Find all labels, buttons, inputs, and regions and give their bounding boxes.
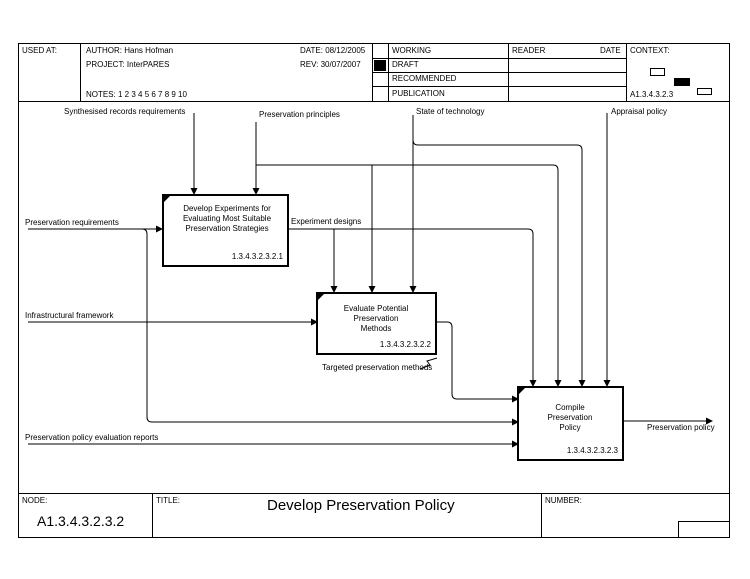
context-node: A1.3.4.3.2.3 xyxy=(630,90,674,99)
node-value: A1.3.4.3.2.3.2 xyxy=(37,513,125,529)
activity-box-2: Evaluate Potential Preservation Methods … xyxy=(316,292,437,355)
author-field: AUTHOR: Hans Hofman xyxy=(86,46,174,55)
number-label: NUMBER: xyxy=(545,496,582,505)
header-divider xyxy=(18,101,730,102)
status-row-line xyxy=(372,72,626,73)
label-policy: Preservation policy xyxy=(647,423,715,432)
activity-box-3: Compile Preservation Policy 1.3.4.3.2.3.… xyxy=(517,386,624,461)
draft-marker xyxy=(374,60,386,71)
status-publication: PUBLICATION xyxy=(392,89,445,98)
label-principles: Preservation principles xyxy=(259,110,340,119)
node-label: NODE: xyxy=(22,496,48,505)
footer-col-line xyxy=(152,493,153,538)
context-box xyxy=(697,88,712,95)
page-title: Develop Preservation Policy xyxy=(267,497,455,514)
date-field: DATE: 08/12/2005 xyxy=(300,46,366,55)
box-3-title: Compile Preservation Policy xyxy=(547,403,593,432)
box-1-corner xyxy=(164,196,170,202)
label-infra: Infrastructural framework xyxy=(25,311,114,320)
context-label: CONTEXT: xyxy=(630,46,670,55)
arrow-principles-b3 xyxy=(372,164,562,387)
rev-field: REV: 30/07/2007 xyxy=(300,60,361,69)
status-recommended: RECOMMENDED xyxy=(392,74,457,83)
used-at-label: USED AT: xyxy=(22,46,57,55)
notes-field: NOTES: 1 2 3 4 5 6 7 8 9 10 xyxy=(86,90,187,99)
label-synth: Synthesised records requirements xyxy=(64,107,186,116)
label-appraisal: Appraisal policy xyxy=(611,107,668,116)
box-3-id: 1.3.4.3.2.3.2.3 xyxy=(566,446,618,455)
status-row-line xyxy=(372,86,626,87)
label-squiggle xyxy=(419,357,438,370)
arrow-requirements-b3 xyxy=(141,228,519,426)
status-working: WORKING xyxy=(392,46,432,55)
box-2-corner xyxy=(318,294,324,300)
arrow-tech-b3 xyxy=(412,139,586,387)
arrow-designs-b2 xyxy=(288,228,338,293)
label-tech: State of technology xyxy=(416,107,485,116)
label-targeted: Targeted preservation methods xyxy=(322,363,433,372)
box-2-title: Evaluate Potential Preservation Methods xyxy=(343,304,409,333)
arrow-designs-b3 xyxy=(334,228,537,387)
footer-divider xyxy=(18,493,730,494)
header-col-line xyxy=(80,43,81,101)
context-box xyxy=(650,68,665,76)
title-label: TITLE: xyxy=(156,496,181,505)
footer-corner-box xyxy=(678,521,730,538)
diagram-frame xyxy=(18,43,730,538)
reader-date-label: DATE xyxy=(600,46,621,55)
context-box-active xyxy=(674,78,690,86)
header-col-line xyxy=(626,43,627,101)
box-3-corner xyxy=(519,388,525,394)
status-row-line xyxy=(372,58,626,59)
footer-col-line xyxy=(541,493,542,538)
activity-box-1: Develop Experiments for Evaluating Most … xyxy=(162,194,289,267)
box-1-title: Develop Experiments for Evaluating Most … xyxy=(182,204,272,233)
status-draft: DRAFT xyxy=(392,60,419,69)
project-field: PROJECT: InterPARES xyxy=(86,60,170,69)
label-requirements: Preservation requirements xyxy=(25,218,119,227)
reader-label: READER xyxy=(512,46,546,55)
arrow-targeted xyxy=(436,321,519,403)
label-designs: Experiment designs xyxy=(291,217,362,226)
label-eval-reports: Preservation policy evaluation reports xyxy=(25,433,159,442)
box-2-id: 1.3.4.3.2.3.2.2 xyxy=(379,340,431,349)
box-1-id: 1.3.4.3.2.3.2.1 xyxy=(231,252,283,261)
